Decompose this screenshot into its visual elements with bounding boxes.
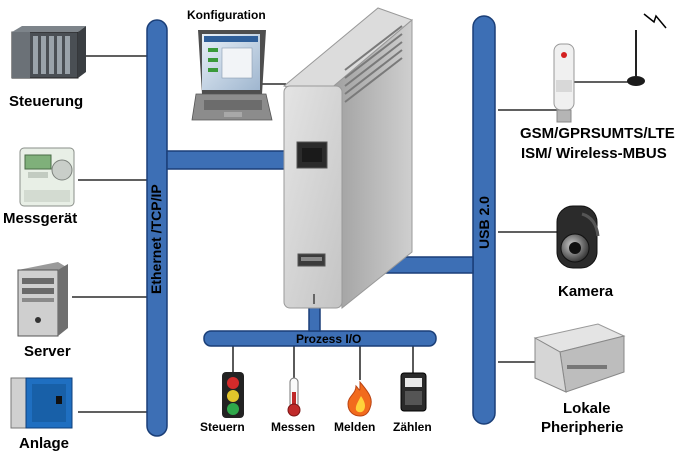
plant-icon (10, 377, 73, 429)
plc-icon (11, 26, 86, 79)
modem-icon (553, 43, 575, 123)
meter-icon (19, 147, 75, 207)
label-usb-bus: USB 2.0 (476, 196, 492, 249)
label-steuerung: Steuerung (9, 93, 84, 110)
label-konfiguration: Konfiguration (187, 8, 266, 22)
ethernet-bus (146, 19, 168, 437)
connection-lines (72, 55, 630, 413)
label-zaehlen: Zählen (393, 420, 432, 434)
laptop-icon (191, 30, 273, 121)
label-modem-line1: GSM/GPRSUMTS/LTE (520, 125, 675, 142)
counter-icon (400, 372, 427, 412)
label-melden: Melden (334, 420, 376, 434)
ethernet-connector (166, 150, 290, 170)
label-process-bus: Prozess I/O (296, 332, 362, 346)
traffic-light-icon (222, 372, 244, 418)
label-printer-line1: Lokale (563, 400, 611, 417)
label-printer-line2: Pheripherie (541, 419, 624, 436)
thermometer-icon (287, 377, 301, 417)
printer-icon (533, 323, 626, 393)
label-steuern: Steuern (200, 420, 245, 434)
camera-icon (556, 205, 600, 269)
buses (146, 15, 496, 437)
label-camera: Kamera (558, 283, 614, 300)
server-icon (17, 262, 68, 337)
label-messen: Messen (271, 420, 316, 434)
signal-icon (643, 13, 667, 29)
label-modem-line2: ISM/ Wireless-MBUS (521, 145, 667, 162)
label-messgeraet: Messgerät (3, 210, 78, 227)
flame-icon (347, 380, 372, 417)
usb-bus (472, 15, 496, 425)
gateway-box (282, 7, 413, 309)
label-anlage: Anlage (19, 435, 70, 452)
label-ethernet-bus: Ethernet /TCP/IP (148, 184, 164, 294)
label-server: Server (24, 343, 71, 360)
antenna-icon (627, 30, 645, 86)
